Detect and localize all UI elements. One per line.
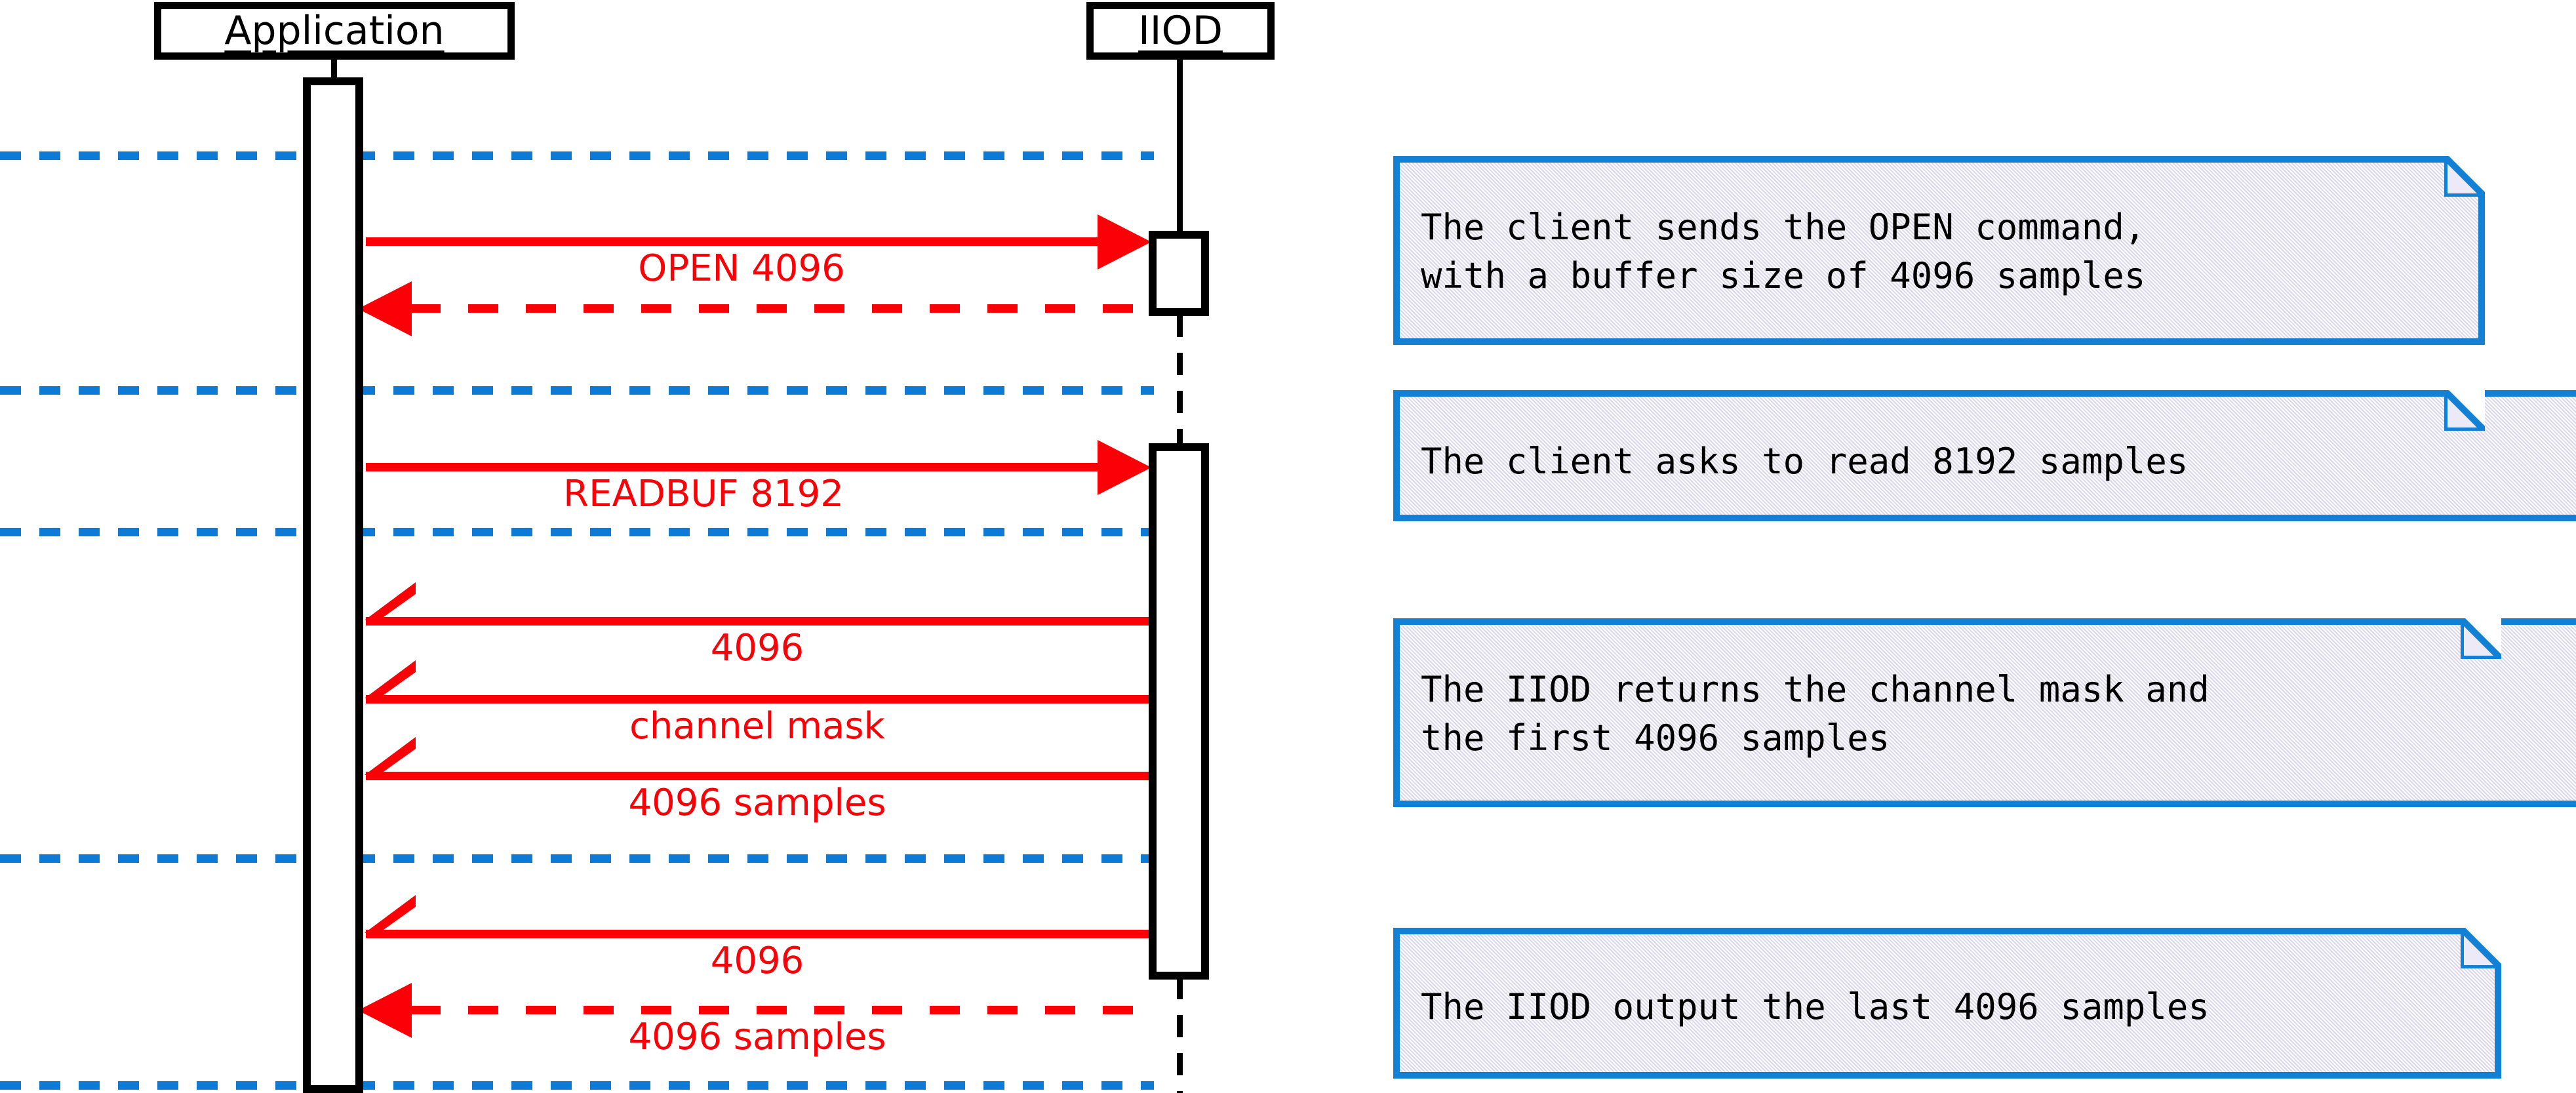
message-4096-b-line <box>366 930 1149 938</box>
participant-application[interactable]: Application <box>154 2 515 60</box>
note-last-samples-line1: The IIOD output the last 4096 samples <box>1421 986 2209 1027</box>
note-channel-mask-response-line1: The IIOD returns the channel mask and <box>1421 669 2209 710</box>
note-channel-mask-response-line2: the first 4096 samples <box>1421 717 1890 759</box>
message-4096-samples-a-arrowhead <box>365 737 416 775</box>
message-open-4096-label: OPEN 4096 <box>638 247 845 290</box>
separator-line-2 <box>0 386 1154 395</box>
message-readbuf-8192-arrowhead <box>1098 440 1151 495</box>
separator-line-1 <box>0 151 1154 160</box>
message-4096-samples-b-label: 4096 samples <box>628 1016 886 1058</box>
note-read-request: The client asks to read 8192 samples <box>1393 390 2576 521</box>
message-channel-mask-line <box>366 695 1149 704</box>
note-fold-corner-icon <box>2444 156 2485 197</box>
message-4096-a-arrowhead <box>365 582 416 620</box>
message-4096-b-arrowhead <box>365 895 416 933</box>
note-read-request-line1: The client asks to read 8192 samples <box>1421 441 2189 482</box>
separator-line-5 <box>0 1081 1154 1090</box>
message-open-return-line <box>410 304 1149 313</box>
participant-iiod-label: IIOD <box>1138 8 1223 54</box>
participant-iiod[interactable]: IIOD <box>1086 2 1275 60</box>
note-open-command: The client sends the OPEN command, with … <box>1393 156 2485 345</box>
message-open-return-arrowhead <box>358 281 412 336</box>
lifeline-iiod-mid <box>1177 315 1183 446</box>
message-channel-mask-arrowhead <box>365 660 416 698</box>
activation-iiod-open <box>1149 231 1209 316</box>
lifeline-iiod-top <box>1177 60 1183 233</box>
lifeline-application <box>331 60 337 79</box>
message-open-4096-line <box>366 237 1117 246</box>
message-4096-a-line <box>366 617 1149 626</box>
message-4096-samples-a-line <box>366 772 1149 780</box>
note-fold-corner-icon <box>2461 618 2501 659</box>
activation-application <box>303 77 363 1093</box>
message-4096-samples-b-arrowhead <box>358 983 412 1038</box>
message-4096-samples-b-line <box>410 1006 1149 1014</box>
activation-iiod-readbuf <box>1149 443 1209 980</box>
message-readbuf-8192-label: READBUF 8192 <box>563 473 844 515</box>
note-fold-corner-icon <box>2444 390 2485 431</box>
note-read-request-body <box>1393 390 2576 521</box>
message-4096-a-label: 4096 <box>710 627 804 669</box>
participant-application-label: Application <box>224 8 445 54</box>
note-open-command-line1: The client sends the OPEN command, <box>1421 207 2146 248</box>
separator-line-3 <box>0 528 1154 536</box>
message-4096-samples-a-label: 4096 samples <box>628 782 886 824</box>
lifeline-iiod-bottom <box>1177 977 1183 1093</box>
note-last-samples: The IIOD output the last 4096 samples <box>1393 928 2501 1079</box>
separator-line-4 <box>0 854 1154 863</box>
note-fold-corner-icon <box>2461 928 2501 968</box>
note-last-samples-body <box>1393 928 2501 1079</box>
message-readbuf-8192-line <box>366 463 1117 471</box>
note-channel-mask-response-body <box>1393 618 2576 807</box>
note-open-command-body <box>1393 156 2485 345</box>
note-channel-mask-response: The IIOD returns the channel mask and th… <box>1393 618 2576 807</box>
message-open-4096-arrowhead <box>1098 214 1151 269</box>
note-open-command-line2: with a buffer size of 4096 samples <box>1421 255 2146 296</box>
message-channel-mask-label: channel mask <box>629 705 885 747</box>
message-4096-b-label: 4096 <box>710 940 804 982</box>
